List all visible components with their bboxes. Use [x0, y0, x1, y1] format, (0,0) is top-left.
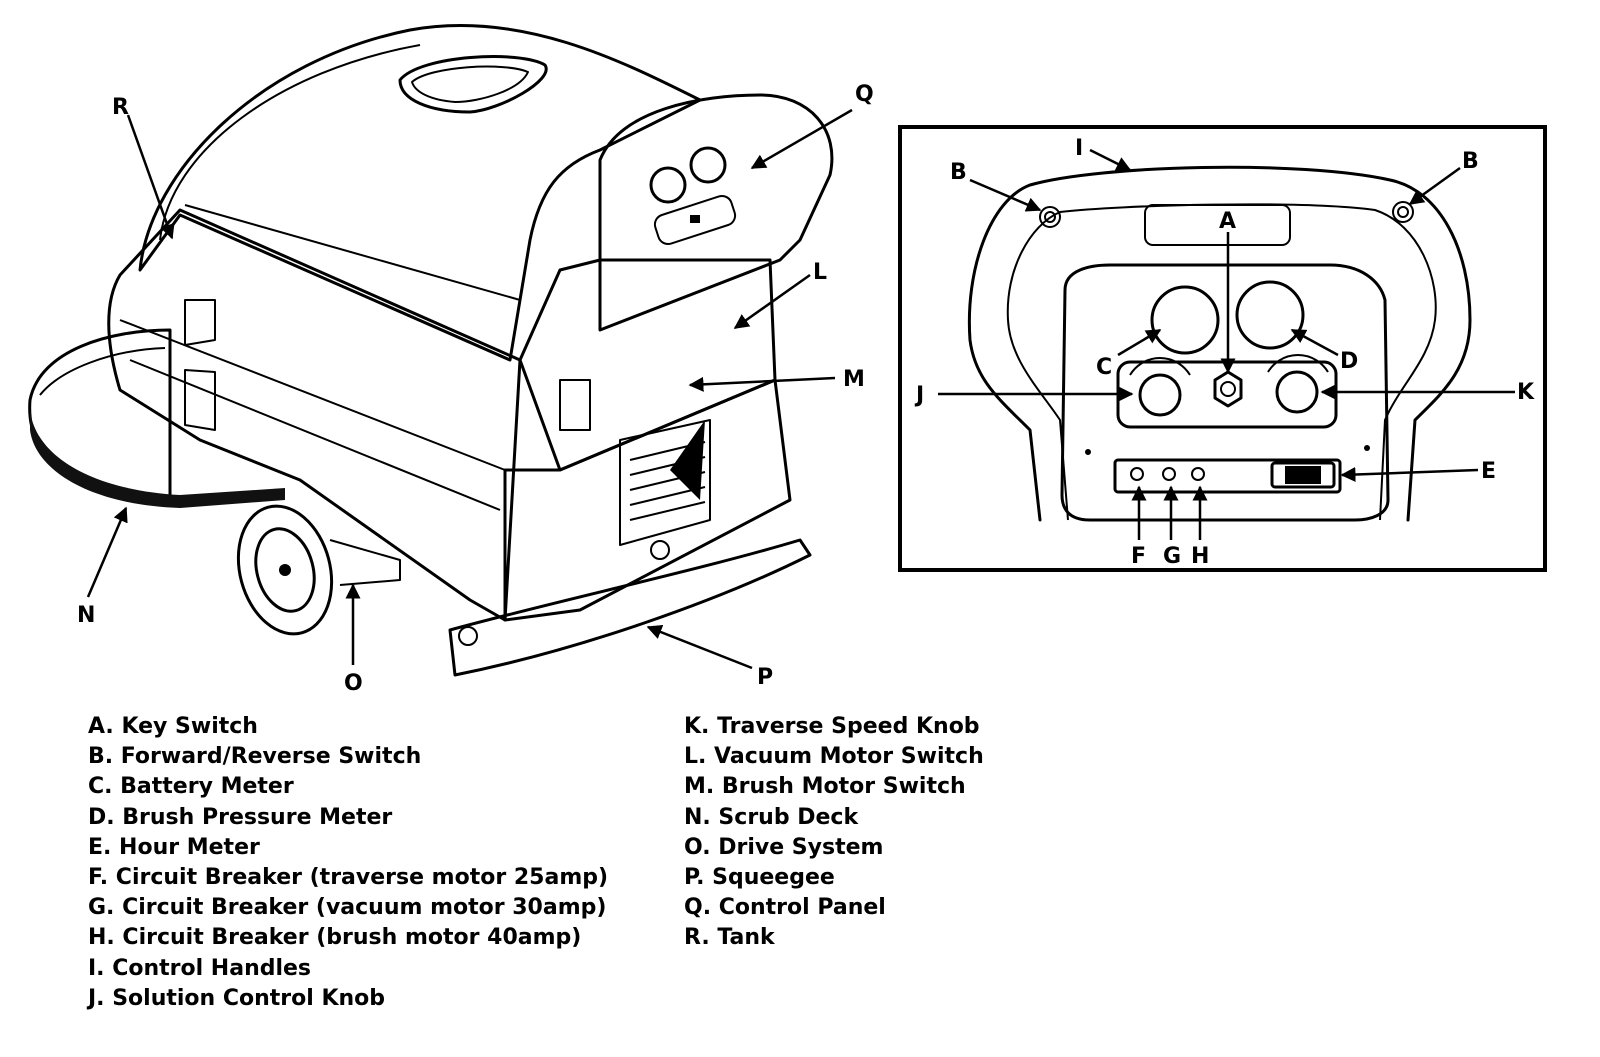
legend-item: E. Hour Meter — [88, 834, 260, 860]
callout-K: K — [1517, 380, 1535, 405]
legend-item: F. Circuit Breaker (traverse motor 25amp… — [88, 865, 609, 891]
callout-D: D — [1340, 349, 1358, 374]
legend-item: A. Key Switch — [88, 714, 258, 739]
body-drawing — [107, 208, 792, 622]
circuit-breaker-g-drawing — [1162, 467, 1176, 481]
callout-O: O — [344, 671, 363, 696]
callout-C: C — [1096, 355, 1112, 380]
legend-item: R. Tank — [684, 925, 775, 951]
legend-item: B. Forward/Reverse Switch — [88, 744, 422, 770]
scrub-deck-drawing — [28, 328, 285, 508]
callout-R: R — [112, 95, 129, 120]
inset-callout-arrows — [938, 148, 1515, 540]
forward-reverse-switch-left-drawing — [1039, 206, 1061, 228]
callout-I: I — [1075, 136, 1083, 161]
legend-item: J. Solution Control Knob — [88, 985, 386, 1011]
battery-meter-drawing — [1150, 285, 1220, 355]
circuit-breaker-f-drawing — [1130, 467, 1144, 481]
squeegee-drawing — [448, 538, 812, 677]
legend-left-column: A. Key Switch B. Forward/Reverse Switch … — [88, 712, 608, 1014]
callout-G: G — [1163, 544, 1181, 569]
legend-item: N. Scrub Deck — [684, 804, 859, 830]
legend-item: Q. Control Panel — [684, 895, 886, 921]
control-panel-inset: I B B A C D J K E F G H — [898, 125, 1547, 572]
legend-item: P. Squeegee — [684, 865, 835, 891]
solution-control-knob-drawing — [1138, 373, 1182, 417]
legend-item: I. Control Handles — [88, 955, 312, 981]
callout-B-left: B — [950, 160, 967, 185]
callout-A: A — [1219, 209, 1236, 234]
legend-item: L. Vacuum Motor Switch — [684, 744, 984, 770]
legend-right-column: K. Traverse Speed Knob L. Vacuum Motor S… — [684, 712, 984, 954]
callout-F: F — [1131, 544, 1146, 569]
control-panel-drawing — [598, 93, 834, 332]
scrubber-machine-illustration: R Q L M N O P — [28, 23, 874, 696]
legend-item: D. Brush Pressure Meter — [88, 804, 393, 830]
callout-H: H — [1191, 544, 1209, 569]
callout-E: E — [1481, 459, 1496, 484]
tank-drawing — [138, 23, 702, 362]
main-callout-arrows — [86, 108, 853, 670]
callout-B-right: B — [1462, 149, 1479, 174]
callout-L: L — [813, 260, 827, 285]
control-handle-drawing — [967, 165, 1472, 522]
callout-Q: Q — [855, 82, 874, 107]
forward-reverse-switch-right-drawing — [1392, 201, 1414, 223]
callout-N: N — [77, 603, 95, 628]
legend-item: G. Circuit Breaker (vacuum motor 30amp) — [88, 895, 607, 921]
legend-item: K. Traverse Speed Knob — [684, 714, 980, 739]
traverse-speed-knob-drawing — [1275, 370, 1319, 414]
legend-item: H. Circuit Breaker (brush motor 40amp) — [88, 925, 582, 951]
legend-item: M. Brush Motor Switch — [684, 774, 966, 800]
circuit-breaker-h-drawing — [1191, 467, 1205, 481]
callout-J: J — [914, 383, 924, 408]
legend-item: C. Battery Meter — [88, 774, 294, 800]
hour-meter-drawing — [1270, 461, 1336, 489]
brush-pressure-meter-drawing — [1235, 280, 1305, 350]
callout-P: P — [757, 665, 773, 690]
callout-M: M — [843, 367, 865, 392]
wheel-drawing — [236, 504, 401, 636]
legend-item: O. Drive System — [684, 834, 884, 860]
